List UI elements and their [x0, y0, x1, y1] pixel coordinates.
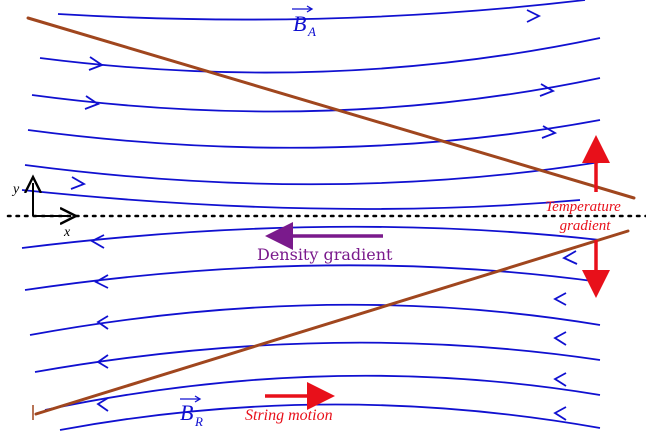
field-line-bottom-3 — [29, 303, 601, 336]
cosmic-string — [26, 16, 636, 416]
arrowhead-bottom-1 — [90, 234, 105, 249]
b-field-top-subscript: A — [307, 24, 316, 39]
vector-arrow-top-head — [306, 5, 314, 13]
arrowhead-bottom-2 — [562, 250, 578, 265]
field-line-top-5 — [24, 161, 601, 186]
arrowhead-top-3 — [539, 83, 556, 97]
field-line-bottom-2 — [24, 264, 601, 291]
arrowhead-bottom-3 — [94, 274, 109, 289]
b-field-bottom-letter: B — [180, 400, 193, 425]
arrowhead-bottom-4 — [96, 315, 109, 330]
top-field-lines — [21, 0, 601, 210]
arrowhead-top-1 — [526, 9, 542, 23]
string-motion-label: String motion — [245, 407, 333, 424]
arrowhead-bottom-8 — [553, 372, 567, 387]
field-line-bottom-1 — [21, 225, 601, 249]
b-field-top-label: B A — [292, 5, 316, 39]
field-line-top-2 — [39, 37, 601, 74]
field-line-top-1 — [57, 0, 586, 21]
b-field-bottom-label: B R — [180, 395, 203, 429]
top-field-arrowheads — [70, 9, 558, 190]
b-field-top-letter: B — [293, 11, 306, 36]
temperature-gradient-label-line1: Temperature — [545, 199, 621, 215]
arrowhead-bottom-6 — [96, 354, 109, 369]
bottom-field-lines — [21, 225, 601, 431]
density-gradient-label: Density gradient — [257, 245, 393, 264]
arrowhead-top-4 — [84, 95, 100, 110]
axis-x-label: x — [63, 225, 71, 240]
string-lower — [34, 229, 630, 416]
arrowhead-bottom-5 — [553, 292, 567, 306]
field-line-top-4 — [27, 119, 601, 149]
field-line-top-3 — [31, 77, 601, 113]
vector-arrow-bottom-head — [194, 395, 202, 403]
field-line-bottom-5 — [44, 374, 601, 411]
arrowhead-top-5 — [541, 125, 558, 139]
bottom-field-arrowheads — [90, 234, 578, 421]
field-line-top-6 — [21, 189, 581, 210]
arrowhead-bottom-9 — [96, 397, 109, 412]
string-upper — [26, 16, 636, 200]
coordinate-axes: y x — [11, 182, 71, 240]
b-field-bottom-subscript: R — [194, 414, 203, 429]
axis-y-label: y — [11, 182, 20, 197]
temperature-gradient-label-line2: gradient — [560, 218, 612, 234]
arrowhead-bottom-10 — [553, 406, 567, 421]
arrowhead-top-6 — [70, 176, 87, 190]
arrowhead-top-2 — [88, 56, 104, 71]
field-line-bottom-4 — [34, 341, 601, 373]
arrowhead-bottom-7 — [553, 331, 567, 346]
